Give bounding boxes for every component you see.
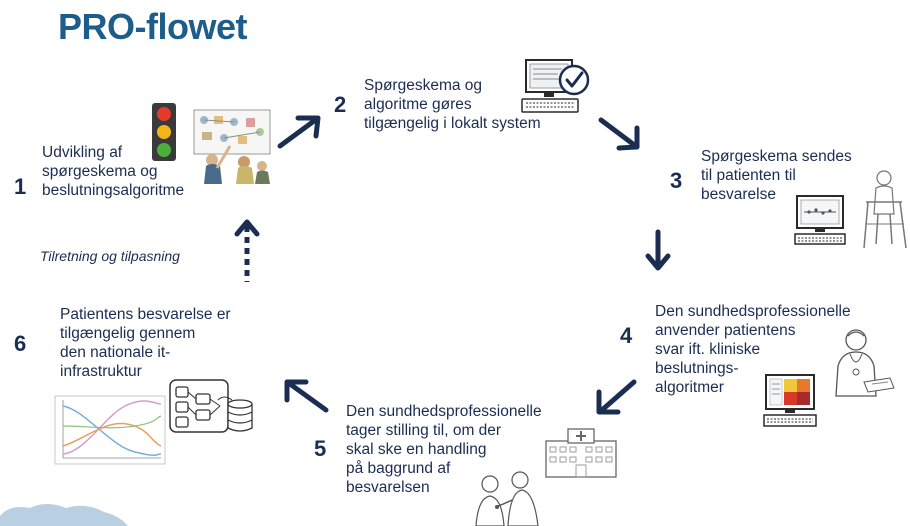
- step-1-number: 1: [14, 174, 27, 199]
- step-6-line: tilgængelig gennem: [60, 325, 196, 342]
- step-6-number: 6: [14, 331, 27, 356]
- doctor-icon: [835, 329, 895, 397]
- step-3-line: besvarelse: [701, 186, 776, 203]
- step-4-line: svar ift. kliniske: [655, 341, 761, 358]
- step-6-line: Patientens besvarelse er: [60, 306, 231, 323]
- step-1-line: spørgeskema og: [42, 163, 158, 180]
- computer-heatmap-icon: [763, 374, 817, 427]
- step-5-number: 5: [314, 436, 327, 461]
- computer-chart-icon: [794, 195, 846, 245]
- step-4-line: anvender patientens: [655, 322, 796, 339]
- flow-diagram-icon: [169, 379, 229, 433]
- step-5-line: besvarelsen: [346, 479, 430, 496]
- step-5-line: Den sundhedsprofessionelle: [346, 403, 542, 420]
- arrow-1-to-2: [277, 115, 321, 149]
- workshop-sketch-icon: [193, 109, 271, 184]
- step-5-line: tager stilling til, om der: [346, 422, 502, 439]
- step-2-line: Spørgeskema og: [364, 77, 483, 94]
- step-6-line: infrastruktur: [60, 363, 142, 380]
- step-1-text: Udvikling af spørgeskema og beslutningsa…: [42, 143, 184, 200]
- step-5-line: på baggrund af: [346, 460, 451, 477]
- step-5-line: skal ske en handling: [346, 441, 487, 458]
- step-3-text: Spørgeskema sendes til patienten til bes…: [701, 147, 852, 204]
- cloud-decoration: [0, 504, 128, 526]
- step-3-line: til patienten til: [701, 167, 796, 184]
- step-3-number: 3: [670, 168, 683, 193]
- computer-check-icon: [521, 59, 590, 113]
- step-2-text: Spørgeskema og algoritme gøres tilgængel…: [364, 76, 541, 133]
- database-icon: [217, 396, 253, 432]
- step-1-line: Udvikling af: [42, 144, 123, 161]
- step-5-text: Den sundhedsprofessionelle tager stillin…: [346, 402, 542, 497]
- page-title: PRO-flowet: [58, 6, 248, 47]
- doctor-patient-icon: [475, 471, 539, 526]
- step-2-line: algoritme gøres: [364, 96, 472, 113]
- step-4-number: 4: [620, 323, 633, 348]
- line-chart-icon: [54, 395, 166, 465]
- step-4-line: beslutnings-: [655, 360, 739, 377]
- step-6-text: Patientens besvarelse er tilgængelig gen…: [60, 305, 231, 381]
- step-1-line: beslutningsalgoritme: [42, 182, 185, 199]
- step-2-number: 2: [334, 92, 347, 117]
- step-2-line: tilgængelig i lokalt system: [364, 115, 541, 132]
- arrow-5-to-6: [284, 379, 329, 413]
- arrow-3-to-4: [645, 229, 671, 271]
- traffic-light-icon: [152, 103, 176, 161]
- arrow-2-to-3: [598, 117, 640, 151]
- step-3-line: Spørgeskema sendes: [701, 148, 852, 165]
- feedback-label: Tilretning og tilpasning: [40, 248, 180, 264]
- hospital-icon: [545, 428, 617, 478]
- arrow-4-to-5: [596, 379, 637, 415]
- elderly-patient-icon: [863, 170, 907, 249]
- step-4-line: Den sundhedsprofessionelle: [655, 303, 851, 320]
- step-6-line: den nationale it-: [60, 344, 171, 361]
- step-4-line: algoritmer: [655, 379, 724, 396]
- step-4-text: Den sundhedsprofessionelle anvender pati…: [655, 302, 851, 397]
- feedback-arrow: [234, 219, 260, 282]
